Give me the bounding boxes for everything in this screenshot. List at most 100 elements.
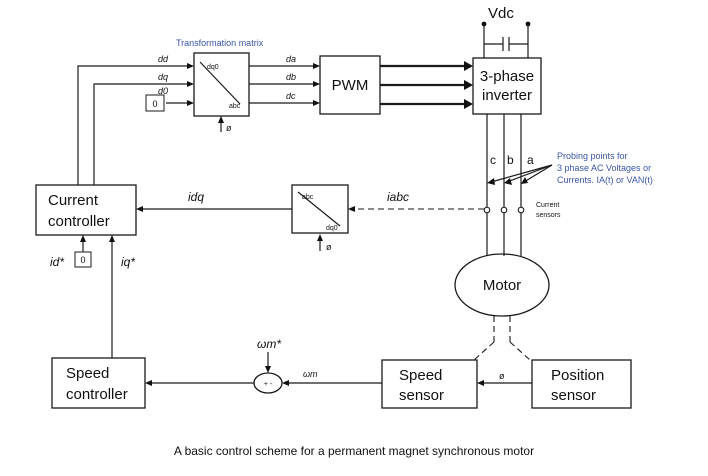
arrowhead-dd — [187, 63, 194, 69]
gate-arrow-b — [464, 80, 473, 90]
transformation-in-label: dq0 — [207, 64, 219, 71]
label-idq: idq — [188, 190, 204, 204]
gate-arrow-c — [464, 99, 473, 109]
speed-controller-line2: controller — [66, 386, 128, 403]
zero-box-d0 — [145, 94, 165, 112]
summing-junction-signs: + - — [264, 381, 273, 388]
label-omega-ref: ωm* — [257, 337, 281, 351]
speed-sensor-line1: Speed — [399, 367, 442, 384]
arrowhead-omega-ref — [265, 366, 271, 373]
label-theta-position: ø — [499, 371, 505, 381]
transformation-diagonal — [199, 61, 241, 105]
zero-box-id-label: 0 — [80, 255, 85, 265]
speed-sensor-line2: sensor — [399, 387, 444, 404]
inverse-transform-out-label: dq0 — [326, 225, 338, 232]
sensor-point-c — [483, 206, 491, 214]
shaft-to-sensors — [473, 341, 531, 361]
speed-controller-line1: Speed — [66, 365, 109, 382]
current-sensors-line1: Current — [536, 202, 559, 209]
position-sensor-line1: Position — [551, 367, 604, 384]
inverter-block: 3-phase inverter — [472, 57, 542, 115]
zero-box-d0-label: 0 — [152, 99, 157, 109]
arrowhead-position-to-speed — [477, 380, 484, 386]
inverter-label-line1: 3-phase — [480, 68, 534, 85]
probe-arrowhead-b — [504, 178, 512, 185]
transformation-out-label: abc — [229, 103, 241, 110]
current-sensors-line2: sensors — [536, 212, 561, 219]
label-d0: d0 — [158, 86, 168, 96]
arrowhead-idq — [136, 206, 143, 212]
speed-sensor-box — [381, 359, 478, 409]
label-dq: dq — [158, 72, 168, 82]
shaft-dashed — [493, 316, 511, 342]
arrowhead-id-ref — [80, 235, 86, 242]
phase-lines: c b a — [483, 114, 534, 256]
arrowhead-da — [313, 63, 320, 69]
position-sensor-block: Position sensor — [531, 359, 632, 409]
shaft-coupling — [473, 316, 531, 361]
arrowhead-iabc — [348, 206, 355, 212]
wire-dd — [77, 65, 189, 185]
probe-arrow-a — [523, 164, 553, 183]
probe-arrow-c — [490, 164, 553, 183]
wire-dq — [93, 83, 189, 185]
label-iabc: iabc — [387, 190, 409, 204]
phase-label-b: b — [507, 153, 514, 167]
motor-ellipse — [454, 253, 550, 317]
theta-arrowhead-inverse — [317, 234, 323, 241]
current-controller-line1: Current — [48, 192, 99, 209]
pwm-block: PWM — [319, 55, 381, 115]
controller-to-transform-wires: 0 dd dq d0 — [77, 54, 194, 185]
gate-arrow-a — [464, 61, 473, 71]
arrowhead-db — [313, 81, 320, 87]
probe-arrow-b — [506, 164, 553, 183]
phase-label-a: a — [527, 153, 534, 167]
transform-to-pwm-wires: da db dc — [249, 54, 320, 106]
speed-controller-block: Speed controller — [51, 357, 146, 409]
sensor-point-a — [517, 206, 525, 214]
inverter-box — [472, 57, 542, 115]
vdc-label: Vdc — [488, 5, 514, 22]
theta-label-inverse: ø — [326, 242, 332, 252]
probing-line2: 3 phase AC Voltages or — [557, 163, 651, 173]
vdc-leads — [483, 24, 529, 58]
label-dc: dc — [286, 91, 296, 101]
current-controller-block: Current controller — [35, 184, 137, 236]
motor-label: Motor — [483, 277, 521, 294]
probe-arrowhead-c — [487, 178, 495, 185]
probing-annotation: Probing points for 3 phase AC Voltages o… — [557, 151, 653, 185]
pwm-label: PWM — [332, 77, 369, 94]
theta-arrowhead-transform — [218, 116, 224, 123]
arrowhead-speed-error — [145, 380, 152, 386]
label-omega-m: ωm — [303, 369, 318, 379]
theta-input-inverse: ø — [317, 234, 332, 252]
pwm-to-inverter-arrows — [380, 61, 473, 109]
sensor-point-b — [500, 206, 508, 214]
arrowhead-dq — [187, 81, 194, 87]
inverse-transform-in-label: abc — [302, 194, 314, 201]
label-id-ref: id* — [50, 255, 64, 269]
current-sensors-annotation: Current sensors — [536, 202, 561, 219]
current-references: 0 id* iq* — [50, 235, 135, 358]
speed-loop: + - ωm* ωm ø — [145, 337, 532, 394]
arrowhead-dc — [313, 100, 320, 106]
inverter-label-line2: inverter — [482, 87, 532, 104]
probe-arrowhead-a — [521, 177, 528, 184]
speed-controller-box — [51, 357, 146, 409]
inverse-transform-diagonal — [297, 191, 341, 227]
phase-label-c: c — [490, 153, 496, 167]
probing-line3: Currents. IA(t) or VAN(t) — [557, 175, 653, 185]
theta-label-transform: ø — [226, 123, 232, 133]
current-controller-line2: controller — [48, 213, 110, 230]
label-db: db — [286, 72, 296, 82]
label-da: da — [286, 54, 296, 64]
motor-block: Motor — [454, 253, 550, 317]
capacitor-plates — [502, 37, 510, 51]
figure-caption: A basic control scheme for a permanent m… — [174, 444, 534, 458]
dc-supply: Vdc — [481, 5, 531, 58]
probing-arrows — [487, 164, 553, 185]
position-sensor-line2: sensor — [551, 387, 596, 404]
inverse-transform-block: abc dq0 — [291, 184, 349, 234]
arrowhead-d0 — [187, 100, 194, 106]
theta-input-transform: ø — [218, 116, 232, 133]
